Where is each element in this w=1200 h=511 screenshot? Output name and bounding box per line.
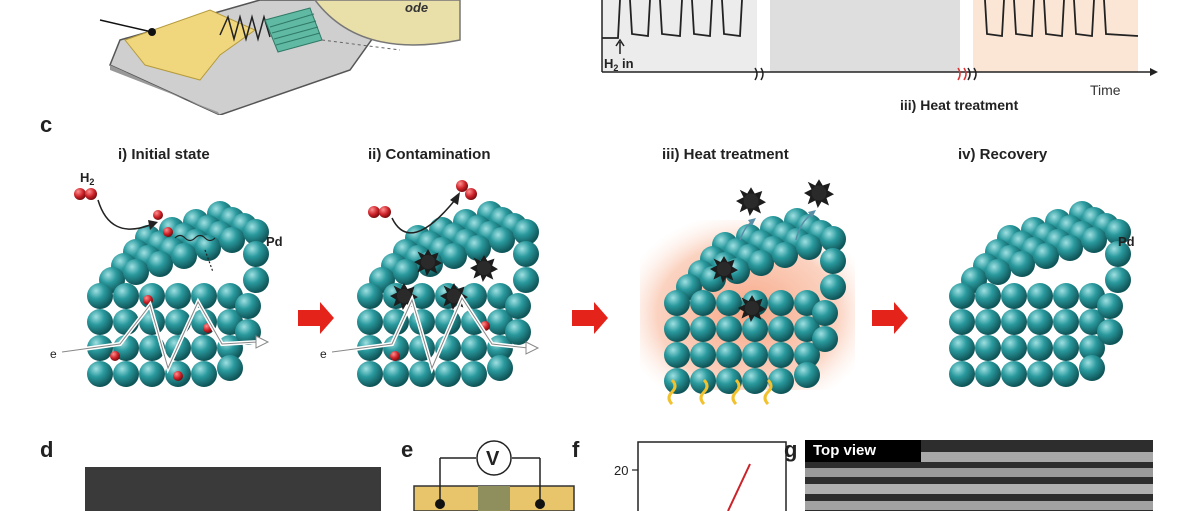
h2-label-initial: H2 bbox=[80, 170, 94, 187]
heat-waves bbox=[667, 378, 773, 406]
top-view-label: Top view bbox=[805, 440, 921, 462]
electron-label-initial: e bbox=[50, 347, 57, 361]
pd-label-initial: Pd bbox=[266, 234, 283, 249]
stage-iii-caption: iii) Heat treatment bbox=[900, 97, 1019, 113]
h2-molecule-contamination bbox=[368, 180, 477, 218]
stage-arrow-3 bbox=[872, 302, 908, 334]
stage-title-recovery: iv) Recovery bbox=[958, 146, 1048, 163]
panel-label-g: g bbox=[784, 437, 798, 462]
axis-break-1 bbox=[754, 67, 764, 81]
pd-label-recovery: Pd bbox=[1118, 234, 1135, 249]
dissolved-hydrogen-initial bbox=[110, 295, 213, 381]
panel-f-tick-20: 20 bbox=[614, 463, 628, 478]
panel-label-f: f bbox=[572, 437, 580, 462]
h2-in-label: H2 in bbox=[604, 56, 634, 73]
h2-in-arrow bbox=[615, 38, 625, 54]
mechanism-illustration: H2 Pd e e bbox=[50, 170, 1135, 406]
panel-label-c: c bbox=[40, 112, 53, 137]
panel-d-image bbox=[85, 467, 381, 511]
panel-label-e: e bbox=[401, 437, 414, 462]
signal-trace-1 bbox=[602, 0, 743, 39]
response-plot: H2 in Time iii) Heat treatment bbox=[601, 0, 1158, 113]
panel-f-series-line bbox=[727, 463, 751, 511]
signal-trace-3 bbox=[984, 0, 1139, 38]
svg-text:V: V bbox=[486, 448, 500, 470]
device-label-fragment: ode bbox=[405, 0, 428, 15]
stage-title-initial: i) Initial state bbox=[118, 146, 210, 163]
axis-break-2 bbox=[957, 67, 967, 81]
panel-e-circuit: V bbox=[413, 440, 575, 511]
pd-cluster-recovered bbox=[949, 201, 1131, 387]
panel-f-chart: 20 bbox=[614, 441, 787, 511]
stage-title-contamination: ii) Contamination bbox=[368, 146, 491, 163]
h2-molecule-initial bbox=[74, 188, 173, 237]
electron-label-contaminated: e bbox=[320, 347, 327, 361]
time-axis-label: Time bbox=[1090, 82, 1121, 98]
stage-arrow-2 bbox=[572, 302, 608, 334]
panel-g-sem-image: Top view bbox=[805, 440, 1153, 511]
stage-arrow-1 bbox=[298, 302, 334, 334]
panel-label-d: d bbox=[40, 437, 54, 462]
spring-resistor bbox=[219, 14, 271, 42]
device-illustration: ode bbox=[99, 0, 461, 115]
stage-title-heat-treatment: iii) Heat treatment bbox=[662, 146, 789, 163]
voltmeter-icon bbox=[476, 440, 512, 476]
